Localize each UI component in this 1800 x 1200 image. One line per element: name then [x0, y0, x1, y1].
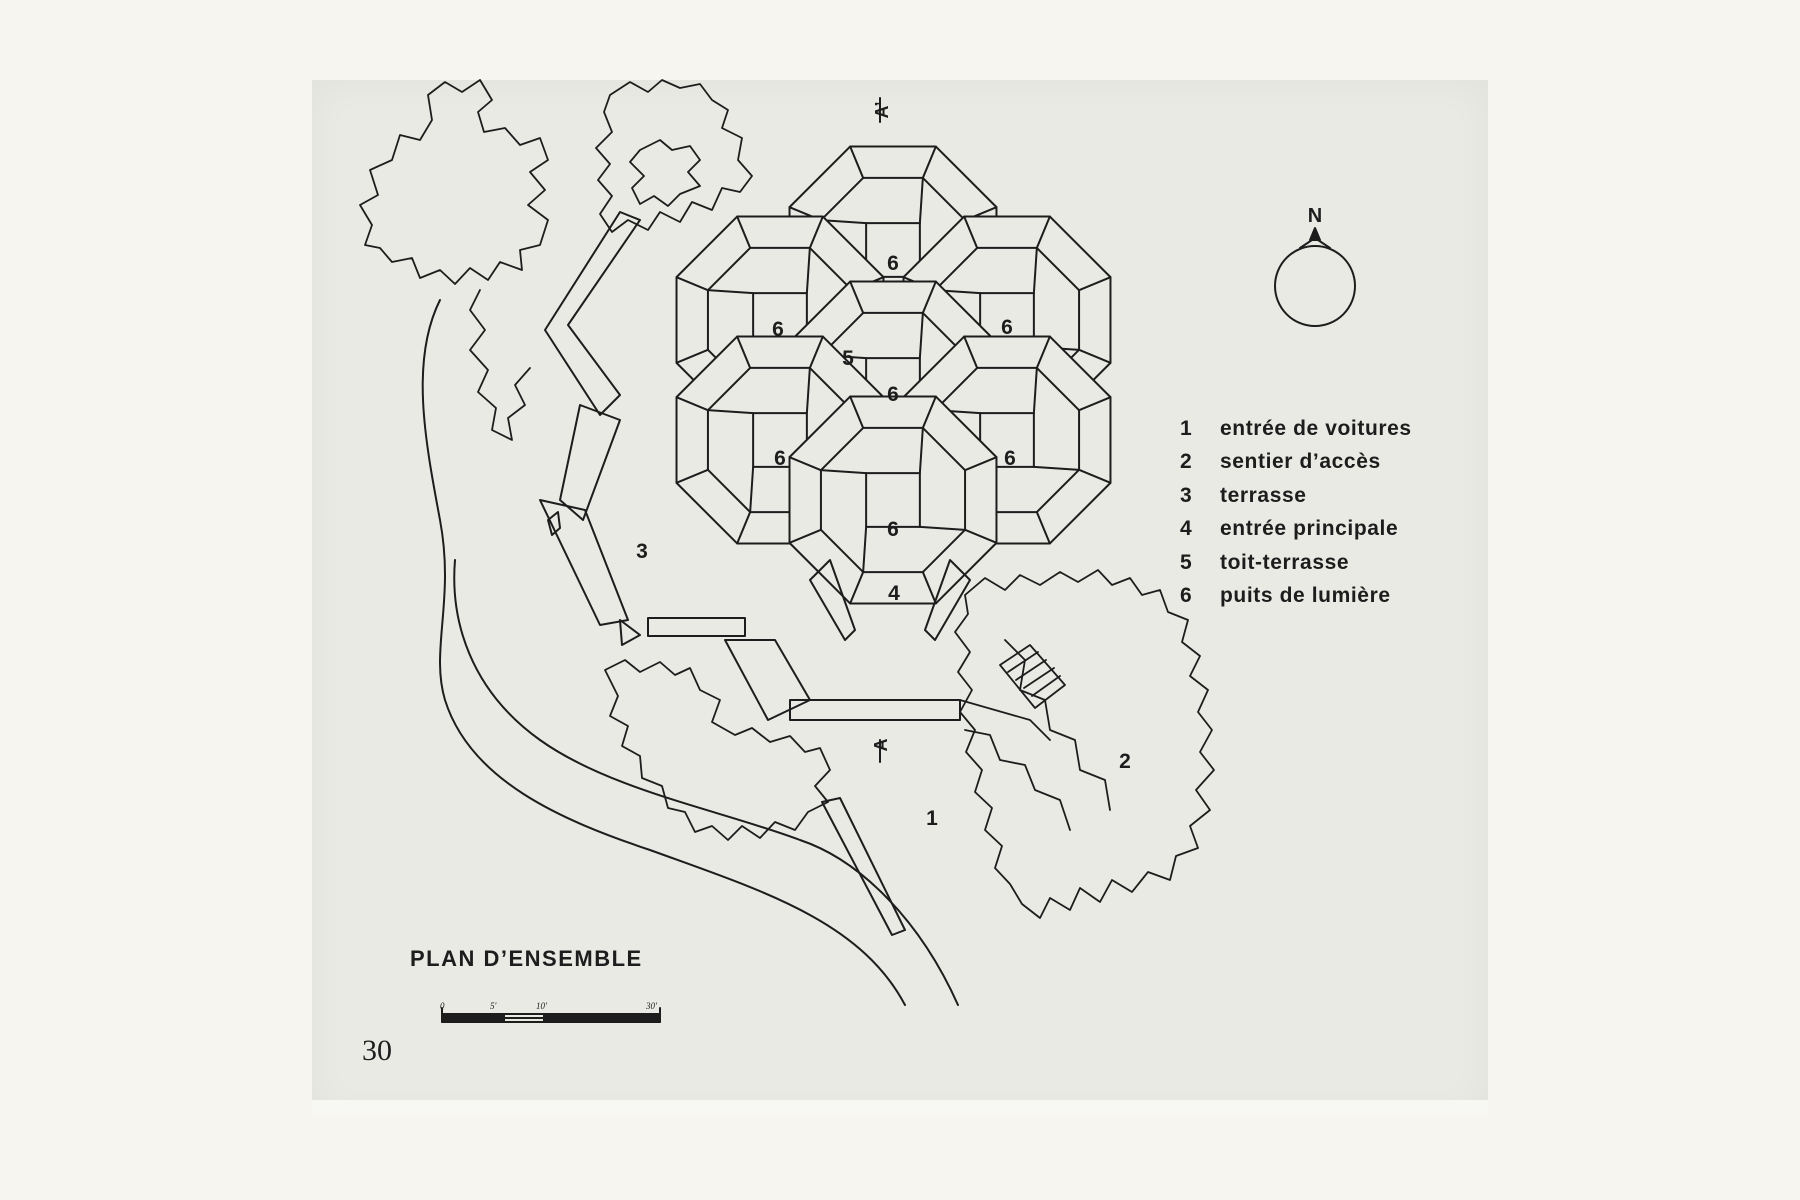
legend-text: entrée de voitures — [1220, 416, 1412, 440]
section-mark-bottom: A — [871, 739, 891, 752]
scale-label: 10' — [536, 1001, 547, 1011]
legend-item: 1 entrée de voitures — [1180, 412, 1412, 446]
tree-canopy-north-west — [359, 79, 753, 441]
scale-label: 5' — [490, 1001, 497, 1011]
access-stairs — [959, 644, 1066, 741]
page-number: 30 — [362, 1034, 392, 1067]
legend-text: entrée principale — [1220, 517, 1399, 541]
scale-label: 0 — [440, 1001, 445, 1011]
plan-label-entree-principale: 4 — [888, 582, 900, 605]
north-arrow-icon — [1274, 227, 1356, 327]
building-modules — [675, 145, 1112, 605]
plan-label-puits: 6 — [774, 447, 786, 470]
north-label: N — [1308, 205, 1322, 227]
legend: 1 entrée de voitures 2 sentier d’accès 3 te… — [1180, 412, 1412, 613]
entrance-wedges — [809, 559, 971, 641]
plan-label-puits: 6 — [887, 252, 899, 275]
legend-item: 4 entrée principale — [1180, 513, 1412, 547]
legend-number: 2 — [1180, 450, 1193, 474]
scale-bar-icon — [441, 1007, 661, 1023]
legend-number: 5 — [1180, 550, 1193, 574]
plan-title: PLAN D’ENSEMBLE — [410, 946, 643, 971]
legend-item: 6 puits de lumière — [1180, 580, 1412, 614]
tree-canopy-south-east — [954, 569, 1215, 919]
legend-text: terrasse — [1220, 483, 1307, 507]
legend-text: sentier d’accès — [1220, 450, 1381, 474]
legend-number: 4 — [1180, 517, 1193, 541]
walkway — [539, 211, 961, 936]
legend-number: 6 — [1180, 584, 1193, 608]
legend-text: toit-terrasse — [1220, 550, 1350, 574]
plan-label-puits: 6 — [887, 518, 899, 541]
legend-number: 3 — [1180, 483, 1193, 507]
plan-label-sentier: 2 — [1119, 750, 1131, 773]
legend-item: 2 sentier d’accès — [1180, 446, 1412, 480]
scale-label: 30' — [646, 1001, 657, 1011]
plan-label-puits: 6 — [1004, 447, 1016, 470]
tree-canopy-south — [604, 659, 831, 841]
plan-label-puits: 6 — [772, 318, 784, 341]
legend-number: 1 — [1180, 416, 1193, 440]
plan-label-terrasse: 3 — [636, 540, 648, 563]
plan-label-puits: 6 — [1001, 316, 1013, 339]
plan-label-puits: 6 — [887, 383, 899, 406]
plan-label-entree-voitures: 1 — [926, 807, 938, 830]
sheet-edge — [312, 1100, 1488, 1116]
stream-lines — [421, 299, 959, 1006]
legend-item: 3 terrasse — [1180, 479, 1412, 513]
section-mark-top: A’ — [872, 101, 892, 118]
plan-label-toit-terrasse: 5 — [842, 347, 854, 370]
legend-item: 5 toit-terrasse — [1180, 546, 1412, 580]
legend-text: puits de lumière — [1220, 584, 1391, 608]
